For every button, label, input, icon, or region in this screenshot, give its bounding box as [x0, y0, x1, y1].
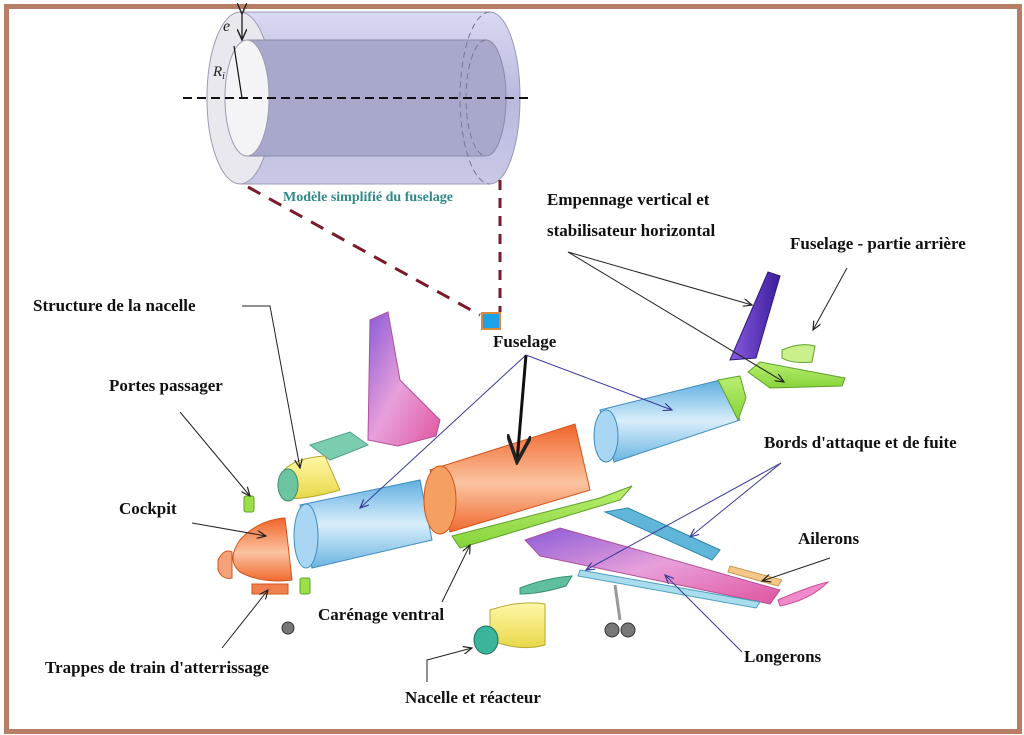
radius-symbol: Ri [212, 64, 225, 82]
ventral-fairing [451, 485, 633, 549]
winglet [777, 581, 830, 607]
label-landing-gear-doors: Trappes de train d'atterrissage [45, 658, 269, 677]
label-spars: Longerons [744, 647, 822, 666]
tail-cone [781, 344, 816, 363]
leader-nacelle-engine [426, 648, 472, 682]
leader-cockpit [191, 522, 266, 536]
label-nacelle-engine: Nacelle et réacteur [405, 688, 541, 707]
leader-ventral-fairing [441, 545, 470, 603]
leader-rear-fuselage [813, 267, 848, 330]
label-ventral-fairing: Carénage ventral [318, 605, 445, 624]
aircraft-exploded-view [217, 271, 846, 655]
model-caption: Modèle simplifié du fuselage [283, 190, 453, 205]
leader-vertical-stabilizer [567, 251, 752, 305]
engine-inlet [473, 625, 499, 655]
label-fuselage: Fuselage [493, 332, 557, 351]
radius-line [233, 45, 243, 99]
leader-lines [179, 251, 848, 682]
leader-horizontal-stabilizer [567, 251, 784, 382]
leader-landing-gear-doors [221, 590, 268, 649]
leader-ailerons [762, 557, 831, 581]
left-wing [367, 311, 441, 447]
fuselage-section-marker [481, 312, 501, 330]
label-empennage-line1: Empennage vertical et [547, 190, 710, 209]
label-ailerons: Ailerons [798, 529, 860, 548]
leader-trailing-edge [586, 462, 782, 570]
thickness-symbol: e [223, 18, 230, 35]
label-passenger-doors: Portes passager [109, 376, 223, 395]
leader-leading-edge [690, 462, 782, 537]
passenger-door [243, 495, 255, 513]
label-rear-fuselage: Fuselage - partie arrière [790, 234, 966, 253]
leading-edge [603, 507, 721, 561]
right-wing [524, 527, 781, 605]
label-nacelle-structure: Structure de la nacelle [33, 296, 196, 315]
cylinder-model: e Ri [183, 12, 532, 185]
engine-pylon [519, 575, 573, 595]
cockpit [232, 517, 293, 582]
leader-fuselage-forward [360, 354, 527, 508]
horizontal-stabilizer [747, 361, 846, 389]
leader-nacelle-structure [242, 305, 300, 468]
leader-passenger-doors [179, 411, 250, 496]
leader-fuselage-center [517, 354, 526, 462]
label-cockpit: Cockpit [119, 499, 177, 518]
vertical-stabilizer [729, 271, 781, 361]
label-leading-trailing-edges: Bords d'attaque et de fuite [764, 433, 957, 452]
leader-spars [665, 575, 743, 653]
engine [489, 602, 546, 649]
label-empennage-line2: stabilisateur horizontal [547, 221, 716, 240]
rear-fuselage [599, 379, 741, 463]
dashed-link-diagonal [247, 185, 481, 317]
leader-fuselage-rear [525, 354, 672, 410]
